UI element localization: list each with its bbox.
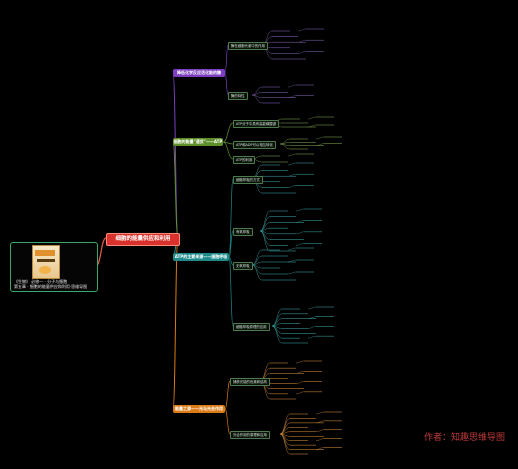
- connector-line: [279, 433, 291, 455]
- connector-line: [279, 418, 291, 435]
- connector-line: [295, 243, 305, 246]
- connector-line: [287, 95, 297, 98]
- root-line-2: 第五章 · 细胞的能量供应和利用·思维导图: [14, 284, 88, 289]
- subtopic-pigments[interactable]: 捕获光能的色素和结构: [230, 378, 270, 386]
- connector-line: [287, 84, 297, 88]
- connector-line: [251, 264, 263, 281]
- connector-line: [259, 216, 271, 232]
- connector-line: [297, 51, 307, 54]
- connector-line: [279, 433, 291, 450]
- section-enzyme[interactable]: 降低化学反应活化能的酶: [173, 69, 225, 77]
- connector-line: [307, 124, 317, 128]
- connector-line: [315, 447, 325, 450]
- connector-line: [222, 141, 234, 160]
- connector-line: [279, 413, 291, 435]
- connector-line: [315, 438, 325, 441]
- connector-line: [315, 420, 325, 424]
- root-line-1: 《生物》 必修一 · 分子与细胞: [14, 279, 68, 284]
- subtopic-atp-adp[interactable]: ATP和ADP可以相互转化: [233, 141, 276, 149]
- textbook-cover-icon: [32, 245, 60, 279]
- connector-line: [279, 142, 291, 145]
- connector-line: [259, 210, 271, 232]
- connector-line: [295, 231, 305, 235]
- connector-line: [295, 360, 305, 364]
- connector-line: [287, 162, 297, 166]
- connector-line: [307, 326, 317, 329]
- connector-line: [315, 411, 325, 415]
- connector-line: [251, 249, 263, 266]
- subtopic-photosynthesis-principle[interactable]: 光合作用的原理和应用: [230, 431, 270, 439]
- subtopic-atp-bond[interactable]: ATP分子中具有高能磷酸键: [233, 120, 280, 128]
- connector-line: [228, 256, 234, 266]
- subtopic-anaerobic[interactable]: 无氧呼吸: [233, 262, 253, 270]
- section-photosynthesis[interactable]: 能量之源——光与光合作用: [173, 405, 225, 413]
- connector-line: [271, 325, 283, 339]
- section-respiration[interactable]: ATP的主要来源——细胞呼吸: [173, 253, 229, 261]
- connector-line: [315, 429, 325, 432]
- connector-line: [287, 185, 297, 188]
- connector-line: [287, 247, 297, 251]
- connector-line: [307, 116, 317, 120]
- subtopic-enzyme-properties[interactable]: 酶的特性: [228, 92, 248, 100]
- subtopic-respiration-modes[interactable]: 细胞呼吸的方式: [233, 176, 263, 184]
- connector-line: [287, 153, 297, 157]
- connector-line: [259, 230, 271, 246]
- connector-line: [172, 72, 179, 239]
- connector-line: [295, 381, 305, 384]
- connector-line: [222, 122, 234, 143]
- connector-line: [287, 174, 297, 177]
- connector-line: [224, 72, 229, 96]
- subtopic-enzyme-role[interactable]: 酶在细胞代谢中的作用: [228, 42, 268, 50]
- connector-line: [315, 136, 325, 140]
- connector-line: [271, 308, 283, 327]
- connector-line: [172, 237, 179, 410]
- connector-line: [224, 380, 231, 410]
- connector-line: [224, 44, 229, 74]
- connector-line: [307, 335, 317, 339]
- connector-line: [251, 94, 263, 104]
- connector-line: [315, 143, 325, 146]
- connector-line: [271, 325, 283, 344]
- connector-line: [307, 316, 317, 319]
- connector-line: [287, 271, 297, 275]
- connector-line: [297, 28, 307, 32]
- connector-line: [228, 256, 234, 327]
- connector-line: [224, 408, 231, 435]
- connector-line: [271, 313, 283, 327]
- connector-line: [259, 230, 271, 252]
- connector-line: [295, 208, 305, 212]
- connector-line: [295, 220, 305, 223]
- connector-line: [228, 230, 234, 258]
- connector-line: [297, 40, 307, 43]
- connector-line: [295, 391, 305, 395]
- central-topic[interactable]: 细胞的能量供应和利用: [106, 233, 180, 246]
- subtopic-atp-use[interactable]: ATP的利用: [233, 156, 256, 164]
- connector-line: [287, 259, 297, 263]
- connector-line: [228, 178, 234, 258]
- subtopic-aerobic[interactable]: 有氧呼吸: [233, 228, 253, 236]
- author-watermark: 作者：知趣思维导图: [424, 433, 506, 443]
- connector-line: [295, 371, 305, 374]
- connector-line: [279, 143, 291, 150]
- connector-line: [307, 306, 317, 310]
- section-atp[interactable]: 细胞的能量"通货"——ATP: [173, 138, 223, 146]
- subtopic-respiration-applications[interactable]: 细胞呼吸原理的应用: [233, 323, 270, 331]
